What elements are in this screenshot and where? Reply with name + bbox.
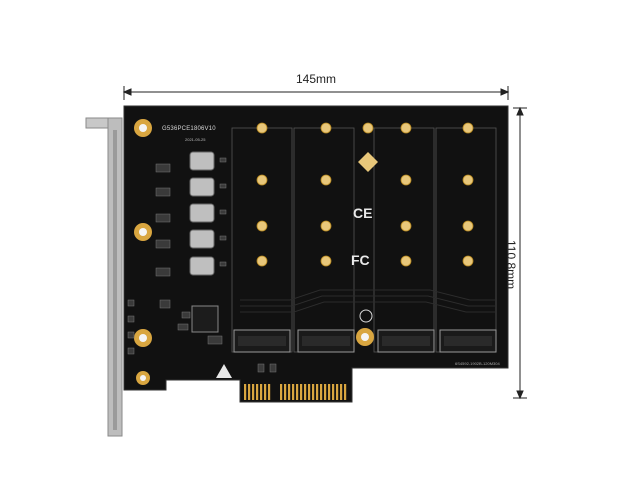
pcie-connector-fingers bbox=[244, 384, 347, 400]
height-dimension bbox=[513, 106, 527, 400]
controller-chip bbox=[191, 305, 219, 333]
board-serial-text: 6S4592-1902B-120M304 bbox=[455, 361, 500, 366]
width-dimension bbox=[122, 86, 510, 100]
board-date-text: 2021-05-25 bbox=[185, 137, 206, 142]
fc-mark: FC bbox=[351, 252, 370, 268]
m2-connectors bbox=[233, 329, 497, 353]
esd-warning-icon bbox=[216, 364, 232, 378]
pci-bracket bbox=[85, 117, 123, 437]
mounting-holes bbox=[134, 119, 374, 385]
pcb-traces bbox=[240, 289, 496, 313]
standoff-pads bbox=[256, 122, 474, 267]
board-model-text: G536PCE1806V10 bbox=[162, 126, 216, 132]
ce-mark: CE bbox=[353, 205, 373, 221]
height-dimension-label: 110.8mm bbox=[504, 240, 518, 290]
recycle-icon bbox=[359, 309, 373, 323]
smd-components bbox=[127, 157, 277, 373]
inductors bbox=[189, 151, 215, 276]
pcb-board bbox=[123, 105, 509, 403]
width-dimension-label: 145mm bbox=[296, 72, 337, 86]
brand-diamond-icon bbox=[358, 152, 378, 172]
